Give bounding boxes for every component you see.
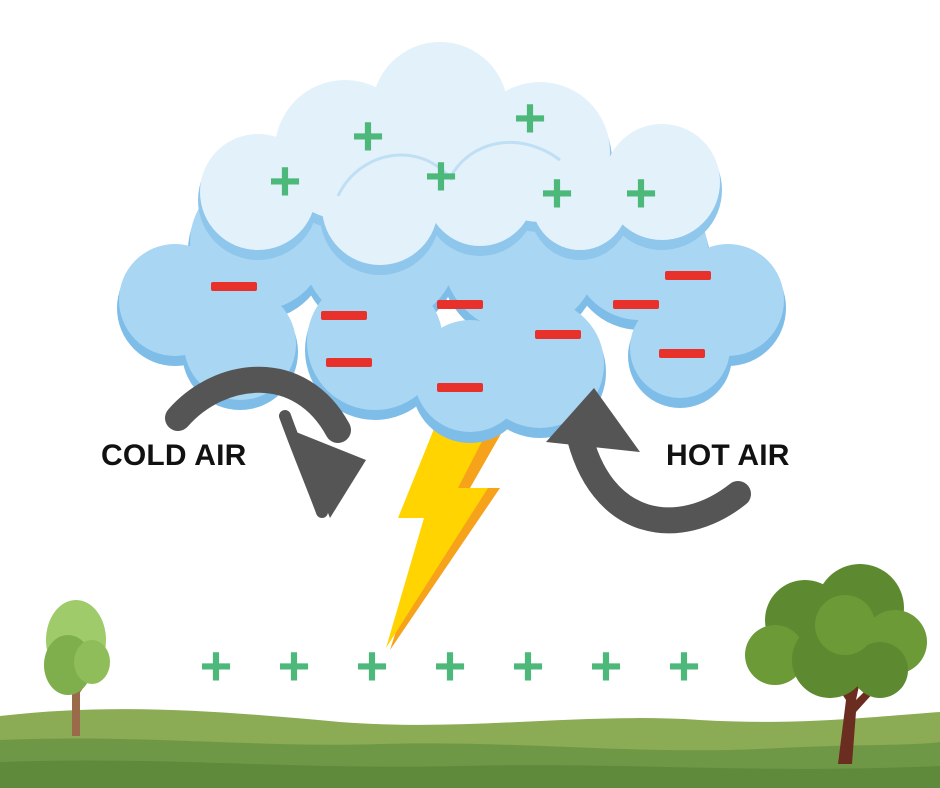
- ground-positive-charge: +: [356, 634, 389, 697]
- cloud-negative-charge: [535, 330, 581, 339]
- cloud-positive-charge: +: [269, 149, 302, 212]
- cloud-positive-charge: +: [514, 86, 547, 149]
- big-tree-icon: [745, 564, 927, 764]
- ground-positive-charge: +: [200, 634, 233, 697]
- cloud-negative-charge: [437, 300, 483, 309]
- cloud-negative-charge: [613, 300, 659, 309]
- cloud-positive-charges: + + + + + +: [269, 86, 658, 224]
- ground-positive-charges: + + + + + + +: [200, 634, 701, 697]
- ground-positive-charge: +: [590, 634, 623, 697]
- cloud-negative-charge: [211, 282, 257, 291]
- ground-positive-charge: +: [512, 634, 545, 697]
- hot-air-arrow-icon: [546, 388, 751, 534]
- cloud-positive-charge: +: [625, 161, 658, 224]
- lightning-bolt-icon: [386, 414, 510, 650]
- cold-air-label: COLD AIR: [101, 439, 247, 472]
- ground-positive-charge: +: [668, 634, 701, 697]
- cloud-positive-charge: +: [425, 144, 458, 207]
- upper-cloud: [198, 42, 722, 275]
- cloud-negative-charge: [321, 311, 367, 320]
- cloud-positive-charge: +: [352, 104, 385, 167]
- ground-positive-charge: +: [434, 634, 467, 697]
- cloud-positive-charge: +: [541, 161, 574, 224]
- cloud-negative-charge: [665, 271, 711, 280]
- cloud-negative-charge: [437, 383, 483, 392]
- cold-air-arrow-icon: [165, 366, 366, 518]
- cloud-negative-charge: [326, 358, 372, 367]
- cloud-negative-charge: [659, 349, 705, 358]
- ground: [0, 709, 940, 788]
- ground-positive-charge: +: [278, 634, 311, 697]
- hot-air-label: HOT AIR: [666, 439, 790, 472]
- cloud-negative-charges: [211, 271, 711, 392]
- small-tree-icon: [44, 600, 110, 736]
